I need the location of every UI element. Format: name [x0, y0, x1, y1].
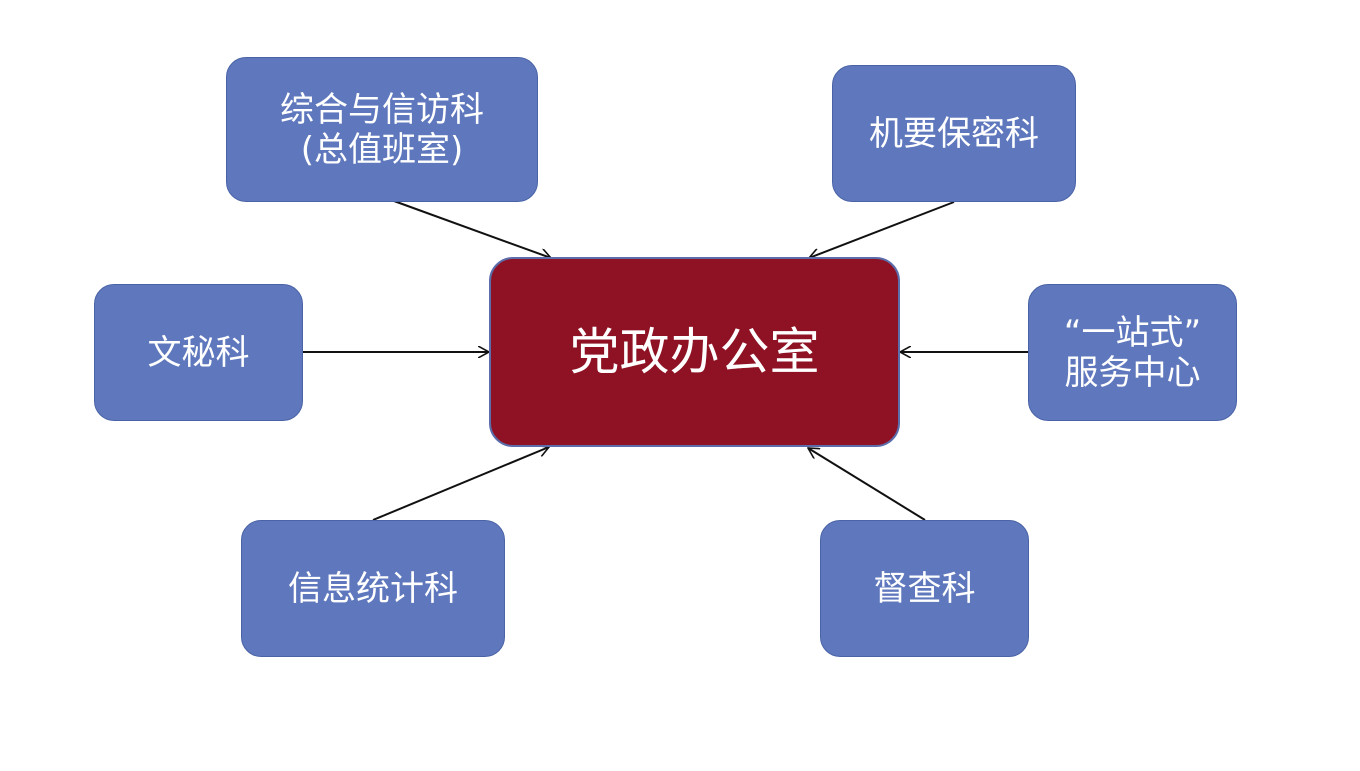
- dept-confidential: 机要保密科: [832, 65, 1076, 202]
- dept-one-stop-service: “一站式” 服务中心: [1028, 284, 1237, 421]
- connector-statistics: [372, 447, 549, 521]
- dept-secretarial-label: 文秘科: [147, 332, 250, 373]
- dept-supervision-label: 督查科: [873, 568, 976, 609]
- center-party-office: 党政办公室: [489, 257, 900, 447]
- dept-supervision: 督查科: [820, 520, 1029, 657]
- dept-comprehensive-sublabel: (总值班室): [300, 129, 464, 170]
- dept-statistics: 信息统计科: [241, 520, 505, 657]
- dept-comprehensive-petition: 综合与信访科 (总值班室): [226, 57, 538, 202]
- connector-comprehensive: [393, 200, 551, 258]
- dept-comprehensive-label: 综合与信访科: [280, 89, 484, 130]
- dept-secretarial: 文秘科: [94, 284, 303, 421]
- dept-confidential-label: 机要保密科: [869, 113, 1039, 154]
- dept-one-stop-label: “一站式”: [1063, 312, 1202, 353]
- dept-statistics-label: 信息统计科: [288, 568, 458, 609]
- connector-supervision: [808, 448, 926, 521]
- center-label: 党政办公室: [569, 323, 820, 381]
- connector-confidential: [809, 201, 955, 258]
- dept-one-stop-sublabel: 服务中心: [1064, 352, 1201, 393]
